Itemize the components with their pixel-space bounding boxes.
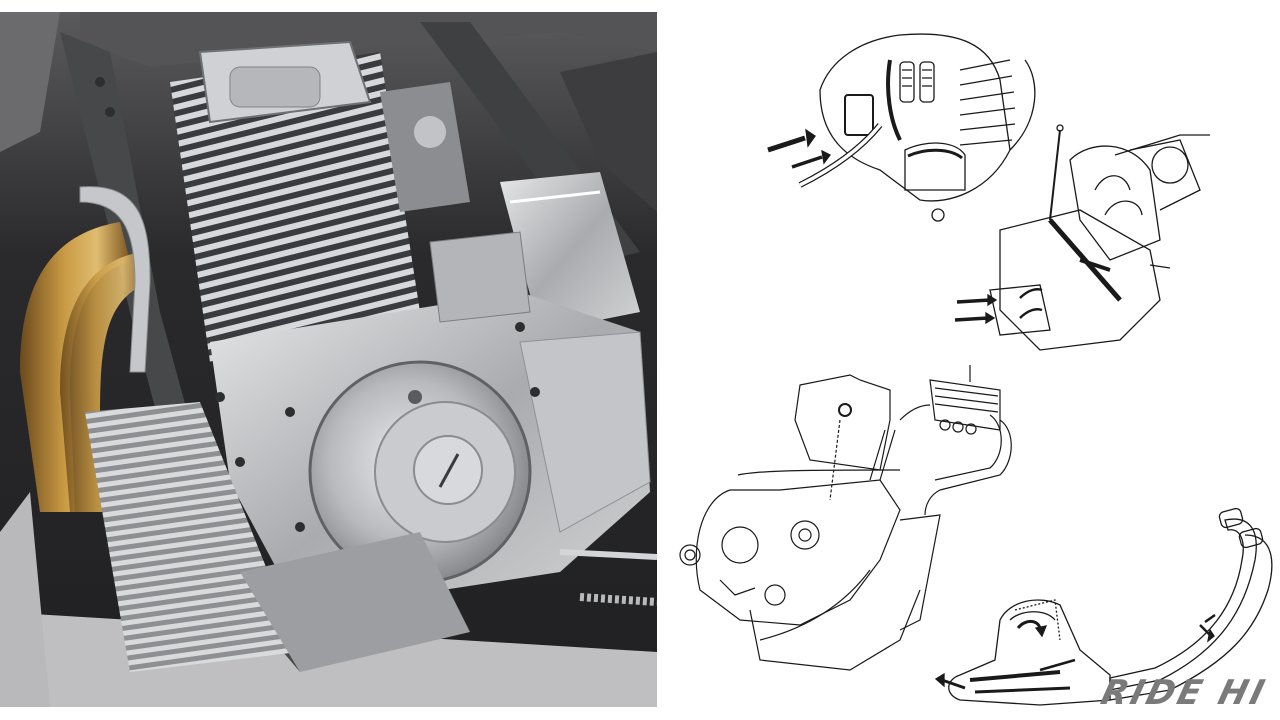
- exhaust-diagram: [934, 507, 1273, 706]
- ride-hi-watermark: RIDE HI: [1097, 673, 1272, 713]
- cylinder-head-diagram: [767, 33, 1036, 222]
- engine-photo-render: [0, 12, 657, 707]
- oil-circuit-diagram: [679, 365, 1012, 671]
- diagram-render: [679, 33, 1273, 706]
- airbox-diagram: [954, 124, 1210, 351]
- engine-photo: [0, 12, 657, 707]
- engine-diagrams: [660, 0, 1280, 720]
